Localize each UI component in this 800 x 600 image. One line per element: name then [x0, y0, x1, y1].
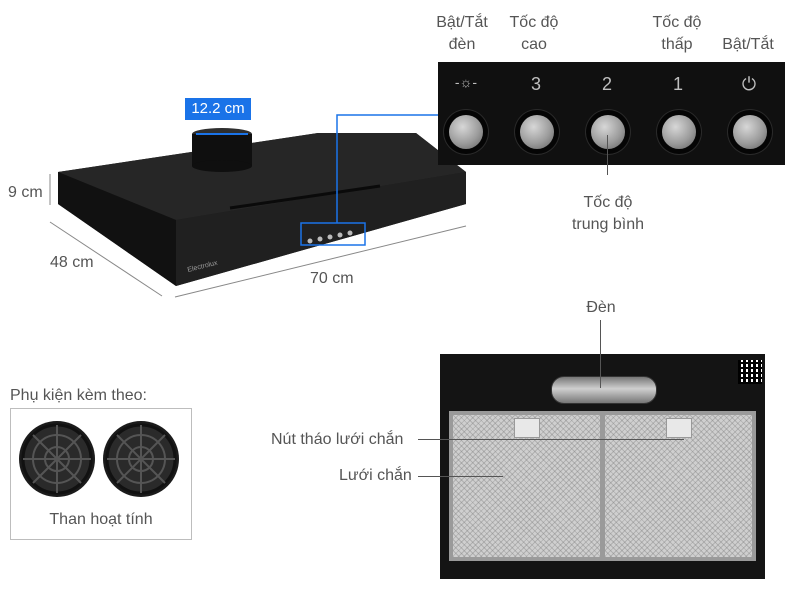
speed-medium-knob[interactable]: [591, 115, 625, 149]
filter-release-label: Nút tháo lưới chắn: [271, 431, 404, 448]
control-panel: -☼- 3 2 1 ⏻: [438, 62, 785, 165]
light-knob[interactable]: [449, 115, 483, 149]
carbon-filter-right: [103, 421, 179, 497]
carbon-filter-label: Than hoạt tính: [49, 511, 153, 528]
filter-release-clip-right[interactable]: [666, 418, 692, 438]
front-knobs: [307, 230, 353, 244]
speed-2-symbol: 2: [601, 74, 612, 94]
vent-slots: [229, 184, 381, 210]
lamp-leader: [600, 320, 601, 388]
grease-filter-label: Lưới chắn: [339, 467, 412, 484]
grease-filter-leader: [418, 476, 503, 477]
power-symbol-icon: ⏻: [741, 74, 757, 94]
depth-dimension: 48 cm: [50, 254, 94, 271]
grease-filter-right[interactable]: [605, 415, 752, 557]
speed-3-symbol: 3: [530, 74, 541, 94]
panel-connector-line: [336, 114, 438, 223]
speed-medium-label: Tốc độ trung bình: [571, 194, 645, 233]
knob-highlight-box: [300, 222, 366, 246]
hood-side-face: [58, 172, 176, 286]
speed-low-label: Tốc độ thấp: [652, 14, 702, 53]
speed-low-knob[interactable]: [662, 115, 696, 149]
depth-dim-line: [49, 221, 163, 297]
speed-high-knob[interactable]: [520, 115, 554, 149]
light-toggle-label: Bật/Tắt đèn: [436, 14, 488, 53]
medium-speed-leader: [607, 135, 608, 175]
filter-release-leader: [418, 439, 684, 440]
duct-diameter-label: 12.2 cm: [185, 98, 251, 120]
duct-collar-bottom: [192, 160, 252, 172]
lamp-fixture: [551, 376, 657, 404]
lamp-label: Đèn: [586, 299, 616, 316]
grease-filter-left[interactable]: [453, 415, 600, 557]
width-dimension: 70 cm: [310, 270, 354, 287]
light-symbol-icon: -☼-: [454, 74, 478, 90]
accessories-heading: Phụ kiện kèm theo:: [10, 387, 147, 404]
speed-1-symbol: 1: [672, 74, 683, 94]
accessories-box: Than hoạt tính: [10, 408, 192, 540]
width-dim-line: [174, 225, 467, 298]
carbon-filter-left: [19, 421, 95, 497]
power-toggle-label: Bật/Tắt: [722, 36, 774, 53]
product-label-qr: [738, 360, 762, 384]
speed-high-label: Tốc độ cao: [509, 14, 559, 53]
filter-release-clip-left[interactable]: [514, 418, 540, 438]
hood-top-face: [58, 133, 466, 220]
height-dimension: 9 cm: [8, 184, 43, 201]
power-knob[interactable]: [733, 115, 767, 149]
hood-front-face: [176, 172, 466, 286]
